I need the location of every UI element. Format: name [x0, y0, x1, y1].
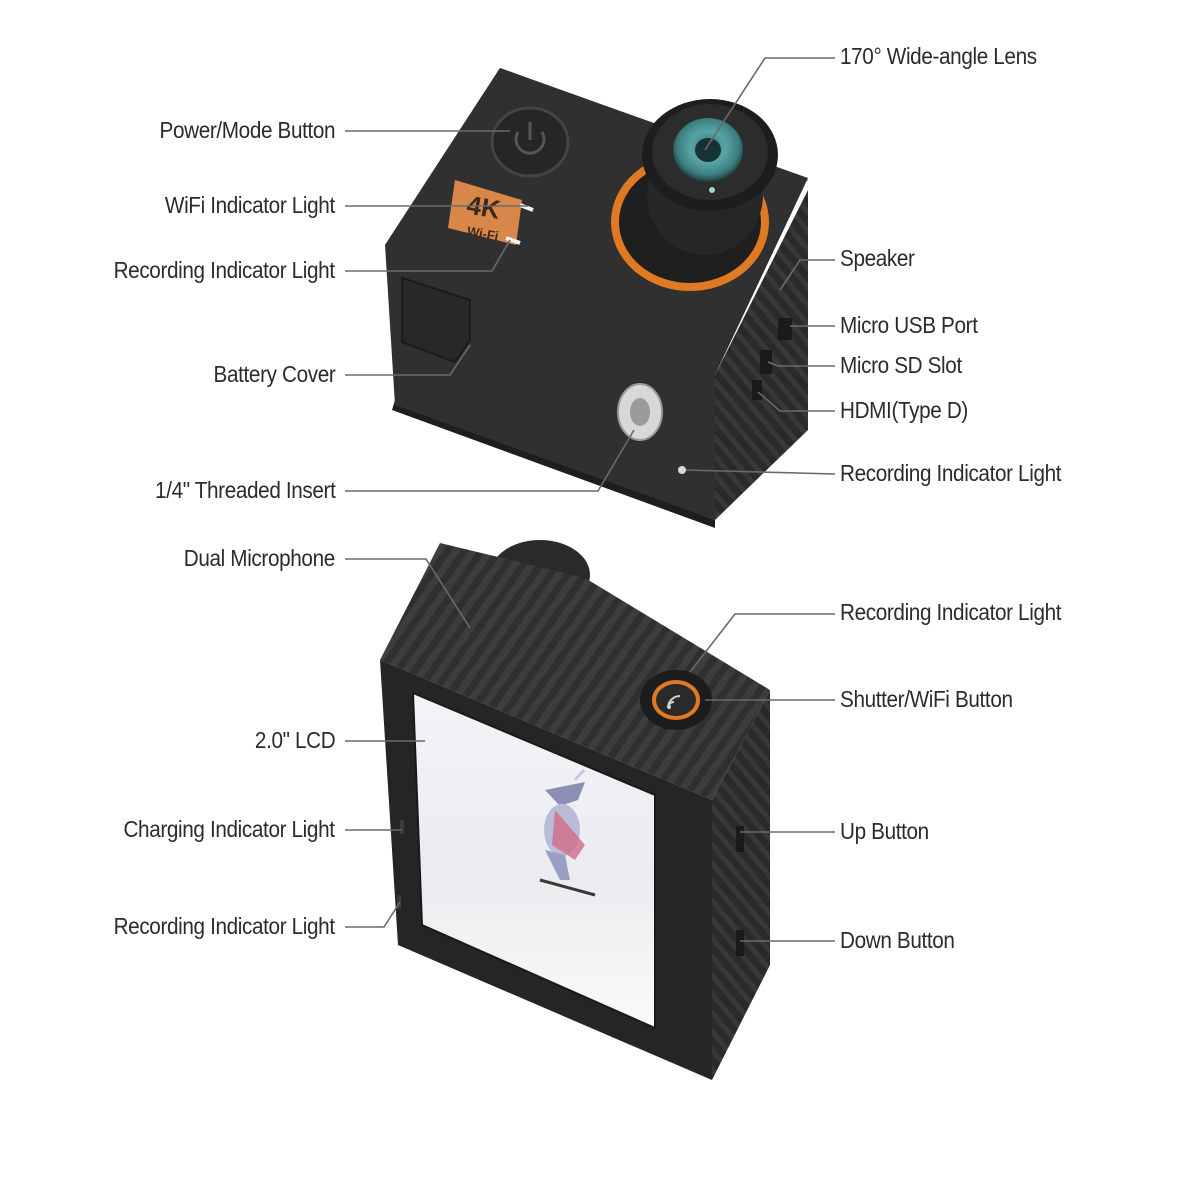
power-mode-button[interactable]	[490, 106, 570, 178]
recording-indicator-light-side	[678, 466, 686, 474]
4k-wifi-badge: 4K Wi-Fi	[448, 180, 522, 245]
micro-usb-port	[778, 318, 792, 340]
hdmi-port	[752, 380, 762, 400]
label-recording-indicator-light-top: Recording Indicator Light	[840, 599, 1062, 625]
label-speaker: Speaker	[840, 245, 915, 271]
label-recording-indicator-light-front: Recording Indicator Light	[113, 257, 336, 283]
threaded-insert	[617, 383, 663, 441]
label-battery-cover: Battery Cover	[213, 361, 335, 387]
recording-indicator-light-back	[397, 895, 401, 909]
camera-front: 4K Wi-Fi	[385, 68, 808, 528]
up-button[interactable]	[736, 826, 744, 852]
label-micro-sd-slot: Micro SD Slot	[840, 352, 962, 378]
micro-sd-slot	[760, 350, 772, 374]
label-lcd: 2.0" LCD	[254, 727, 336, 753]
down-button[interactable]	[736, 930, 744, 956]
badge-4k-text: 4K	[465, 189, 503, 224]
camera-top-face	[380, 543, 770, 800]
lens	[642, 99, 778, 255]
label-recording-indicator-light-side: Recording Indicator Light	[840, 460, 1062, 486]
lcd-screen	[411, 691, 656, 1030]
camera-back	[380, 540, 770, 1080]
battery-cover-panel	[401, 276, 471, 364]
label-up-button: Up Button	[840, 818, 929, 844]
label-lens: 170° Wide-angle Lens	[840, 43, 1037, 69]
charging-indicator-light	[400, 820, 404, 834]
label-wifi-indicator-light: WiFi Indicator Light	[165, 192, 335, 218]
camera-right-face	[712, 690, 770, 1080]
leader-lines	[345, 57, 836, 942]
label-dual-microphone: Dual Microphone	[183, 545, 335, 571]
recording-indicator-light-front	[505, 236, 521, 245]
label-hdmi: HDMI(Type D)	[840, 397, 968, 423]
label-threaded-insert: 1/4" Threaded Insert	[154, 477, 336, 503]
label-power-mode-button: Power/Mode Button	[159, 117, 335, 143]
label-micro-usb-port: Micro USB Port	[840, 312, 978, 338]
shutter-wifi-button[interactable]	[640, 670, 712, 730]
label-down-button: Down Button	[840, 927, 955, 953]
label-charging-indicator-light: Charging Indicator Light	[123, 816, 336, 842]
label-shutter-wifi-button: Shutter/WiFi Button	[840, 686, 1013, 712]
badge-wifi-text: Wi-Fi	[466, 223, 500, 243]
skier-image	[539, 768, 596, 897]
label-recording-indicator-light-back: Recording Indicator Light	[113, 913, 336, 939]
